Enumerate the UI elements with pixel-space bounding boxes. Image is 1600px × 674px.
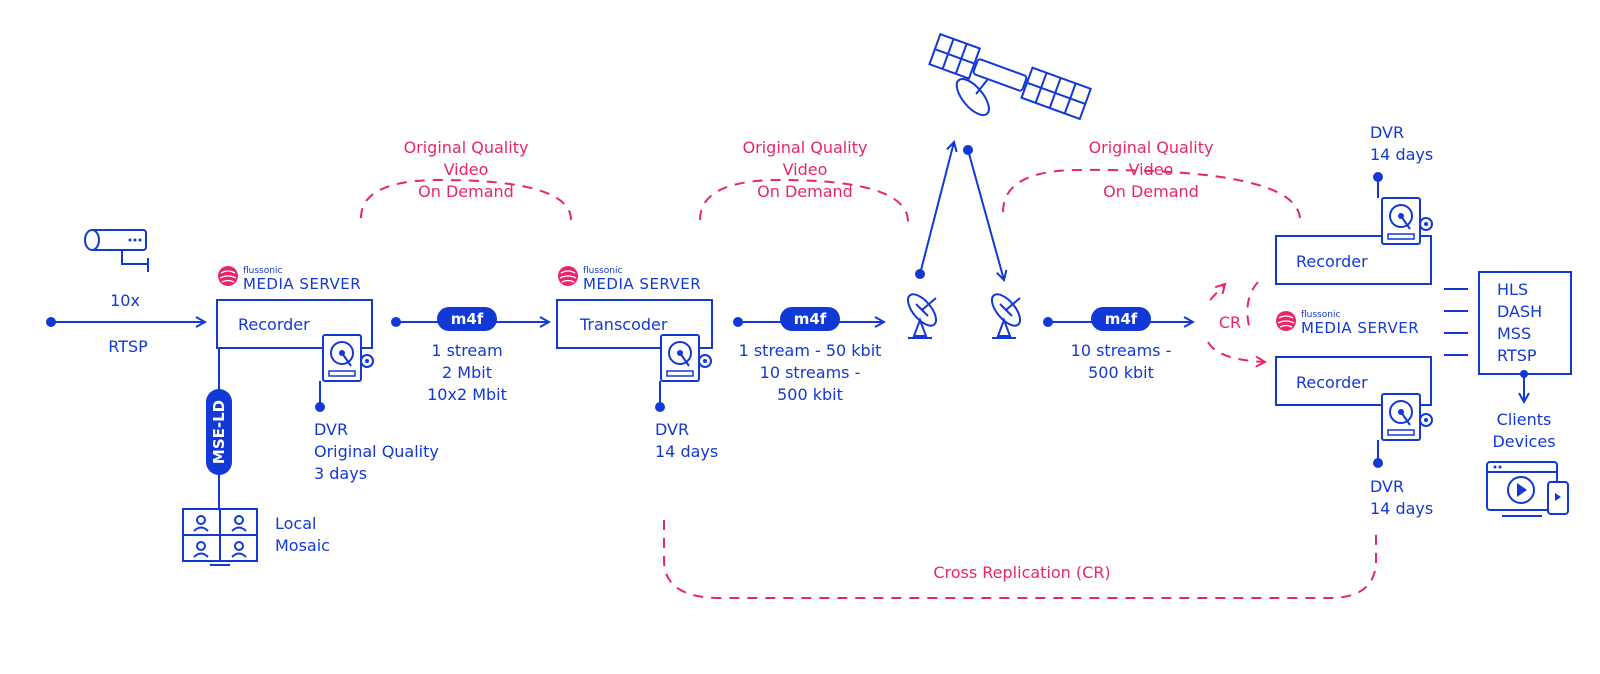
link1-pill [437, 307, 497, 331]
vod2-line-1: Original Quality [743, 138, 868, 157]
vod-arc-1 [360, 178, 572, 221]
mosaic-line-2: Mosaic [275, 536, 330, 555]
protocol-dash: DASH [1497, 302, 1542, 321]
server1-brand: flussonic MEDIA SERVER [217, 265, 361, 293]
mse-ld-pill [206, 389, 232, 475]
mosaic-line-1: Local [275, 514, 316, 533]
brand-small: flussonic [583, 266, 622, 276]
vod1-line-2: Video [444, 160, 489, 179]
flussonic-logo-icon [557, 265, 579, 287]
cross-replication-path [663, 520, 1377, 599]
protocols-box [1478, 271, 1572, 375]
vod1-line-1: Original Quality [404, 138, 529, 157]
rec-bottom-dvr-2: 14 days [1370, 499, 1433, 518]
rec-bottom-role: Recorder [1296, 373, 1368, 392]
rec-top-dvr-1: DVR [1370, 123, 1404, 142]
server1-dvr-2: Original Quality [314, 442, 439, 461]
clients-line-1: Clients [1497, 410, 1552, 429]
vod3-line-1: Original Quality [1089, 138, 1214, 157]
brand-large: MEDIA SERVER [1301, 319, 1419, 337]
brand-large: MEDIA SERVER [243, 275, 361, 293]
link3-line-1: 10 streams - [1071, 341, 1172, 360]
vod3-line-2: Video [1129, 160, 1174, 179]
vod2-line-3: On Demand [757, 182, 853, 201]
flussonic-logo-icon [217, 265, 239, 287]
vod2-line-2: Video [783, 160, 828, 179]
rec-bottom-dvr-1: DVR [1370, 477, 1404, 496]
vod3-line-3: On Demand [1103, 182, 1199, 201]
link2-pill [780, 307, 840, 331]
server2-dvr-2: 14 days [655, 442, 718, 461]
cr-arrow-up [1209, 284, 1225, 301]
link3-tag: m4f [1105, 310, 1138, 328]
client-devices-icon [1486, 461, 1569, 517]
cr-short: CR [1219, 313, 1241, 332]
mse-ld-label: MSE-LD [210, 400, 228, 464]
uplink-arrow [919, 142, 954, 275]
protocol-mss: MSS [1497, 324, 1531, 343]
rec-top-dvr-2: 14 days [1370, 145, 1433, 164]
server2-role: Transcoder [579, 315, 668, 334]
link1-line-2: 2 Mbit [442, 363, 492, 382]
satellite-dish-icon [985, 288, 1027, 339]
link2-line-2: 10 streams - [760, 363, 861, 382]
link3-pill [1091, 307, 1151, 331]
satellite-icon [928, 32, 1093, 121]
server1-dvr-3: 3 days [314, 464, 367, 483]
link1-line-3: 10x2 Mbit [427, 385, 507, 404]
link1-tag: m4f [451, 310, 484, 328]
cr-arrow-down [1207, 341, 1265, 362]
ip-camera-icon [84, 229, 149, 272]
server1-role: Recorder [238, 315, 310, 334]
vod-arc-3 [1002, 168, 1301, 221]
vod-arc-2 [699, 178, 909, 223]
cr-link [1246, 281, 1259, 331]
brand-small: flussonic [243, 266, 282, 276]
flussonic-logo-icon [1275, 310, 1297, 332]
link2-tag: m4f [794, 310, 827, 328]
server1-dvr-1: DVR [314, 420, 348, 439]
clients-line-2: Devices [1492, 432, 1555, 451]
cr-long: Cross Replication (CR) [933, 563, 1110, 582]
server2-brand: flussonic MEDIA SERVER [557, 265, 701, 293]
mosaic-grid-icon [182, 508, 258, 566]
rec-top-role: Recorder [1296, 252, 1368, 271]
protocol-hls: HLS [1497, 280, 1528, 299]
link2-line-3: 500 kbit [777, 385, 843, 404]
downlink-arrow [967, 149, 1004, 280]
satellite-dish-icon [901, 288, 943, 339]
link2-line-1: 1 stream - 50 kbit [739, 341, 882, 360]
camera-count: 10x [110, 291, 140, 310]
link3-line-2: 500 kbit [1088, 363, 1154, 382]
server2-dvr-1: DVR [655, 420, 689, 439]
brand-small: flussonic [1301, 310, 1340, 320]
protocol-rtsp: RTSP [1497, 346, 1537, 365]
server3-brand: flussonic MEDIA SERVER [1275, 310, 1419, 337]
camera-protocol: RTSP [108, 337, 148, 356]
link1-line-1: 1 stream [431, 341, 502, 360]
brand-large: MEDIA SERVER [583, 275, 701, 293]
vod1-line-3: On Demand [418, 182, 514, 201]
